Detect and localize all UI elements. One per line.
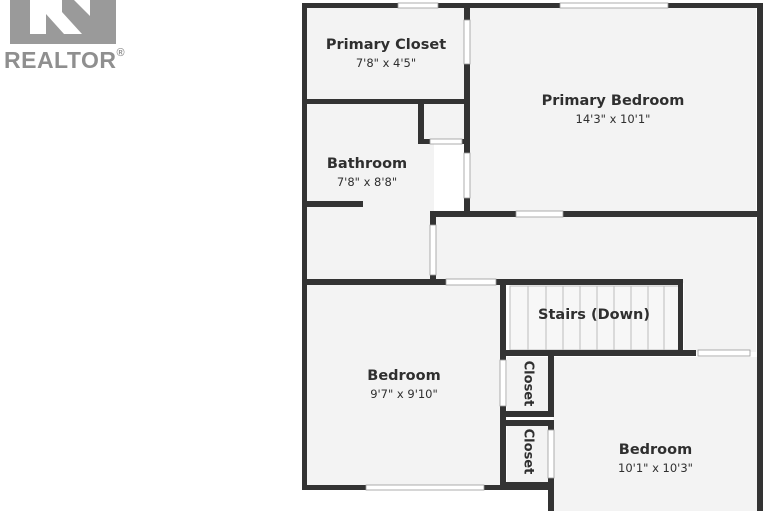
room-name: Bedroom	[618, 442, 693, 458]
floor-bedroom-right	[553, 357, 757, 511]
realtor-logo-text: REALTOR®	[4, 47, 125, 74]
floor-closet-bottom	[507, 425, 549, 485]
floor-bathroom	[307, 103, 434, 279]
room-dimensions: 7'8" x 4'5"	[355, 56, 417, 70]
floor-hallway	[434, 216, 756, 283]
room-closet-top: Closet	[520, 360, 536, 407]
room-dimensions: 9'7" x 9'10"	[370, 387, 438, 401]
room-name: Stairs (Down)	[538, 307, 650, 323]
room-name: Primary Closet	[325, 37, 447, 53]
room-closet-bottom: Closet	[520, 428, 536, 475]
floor-primary-bedroom	[470, 8, 756, 212]
logo-wordmark: REALTOR	[4, 47, 117, 73]
room-name: Primary Bedroom	[541, 93, 685, 109]
room-bedroom-right: Bedroom 10'1" x 10'3"	[554, 441, 757, 477]
room-stairs: Stairs (Down)	[510, 306, 678, 324]
floor-closet-top	[507, 357, 549, 411]
room-primary-bedroom: Primary Bedroom 14'3" x 10'1"	[470, 92, 756, 128]
room-bedroom-left: Bedroom 9'7" x 9'10"	[307, 367, 501, 403]
room-dimensions: 7'8" x 8'8"	[336, 175, 398, 189]
floor-areas	[307, 8, 757, 511]
room-name: Bathroom	[326, 156, 408, 172]
realtor-logo-icon	[10, 0, 116, 44]
logo-registered-mark: ®	[116, 47, 126, 59]
room-dimensions: 10'1" x 10'3"	[618, 461, 693, 475]
room-primary-closet: Primary Closet 7'8" x 4'5"	[307, 36, 465, 72]
room-dimensions: 14'3" x 10'1"	[575, 112, 651, 126]
stairs-treads	[509, 285, 681, 351]
floor-hallway-right	[684, 280, 756, 352]
room-name: Bedroom	[367, 368, 441, 384]
floor-bedroom-left	[307, 285, 501, 485]
floor-bath-nook	[428, 103, 464, 143]
room-bathroom: Bathroom 7'8" x 8'8"	[307, 155, 427, 191]
floor-primary-closet	[307, 8, 465, 100]
windows	[365, 2, 751, 491]
